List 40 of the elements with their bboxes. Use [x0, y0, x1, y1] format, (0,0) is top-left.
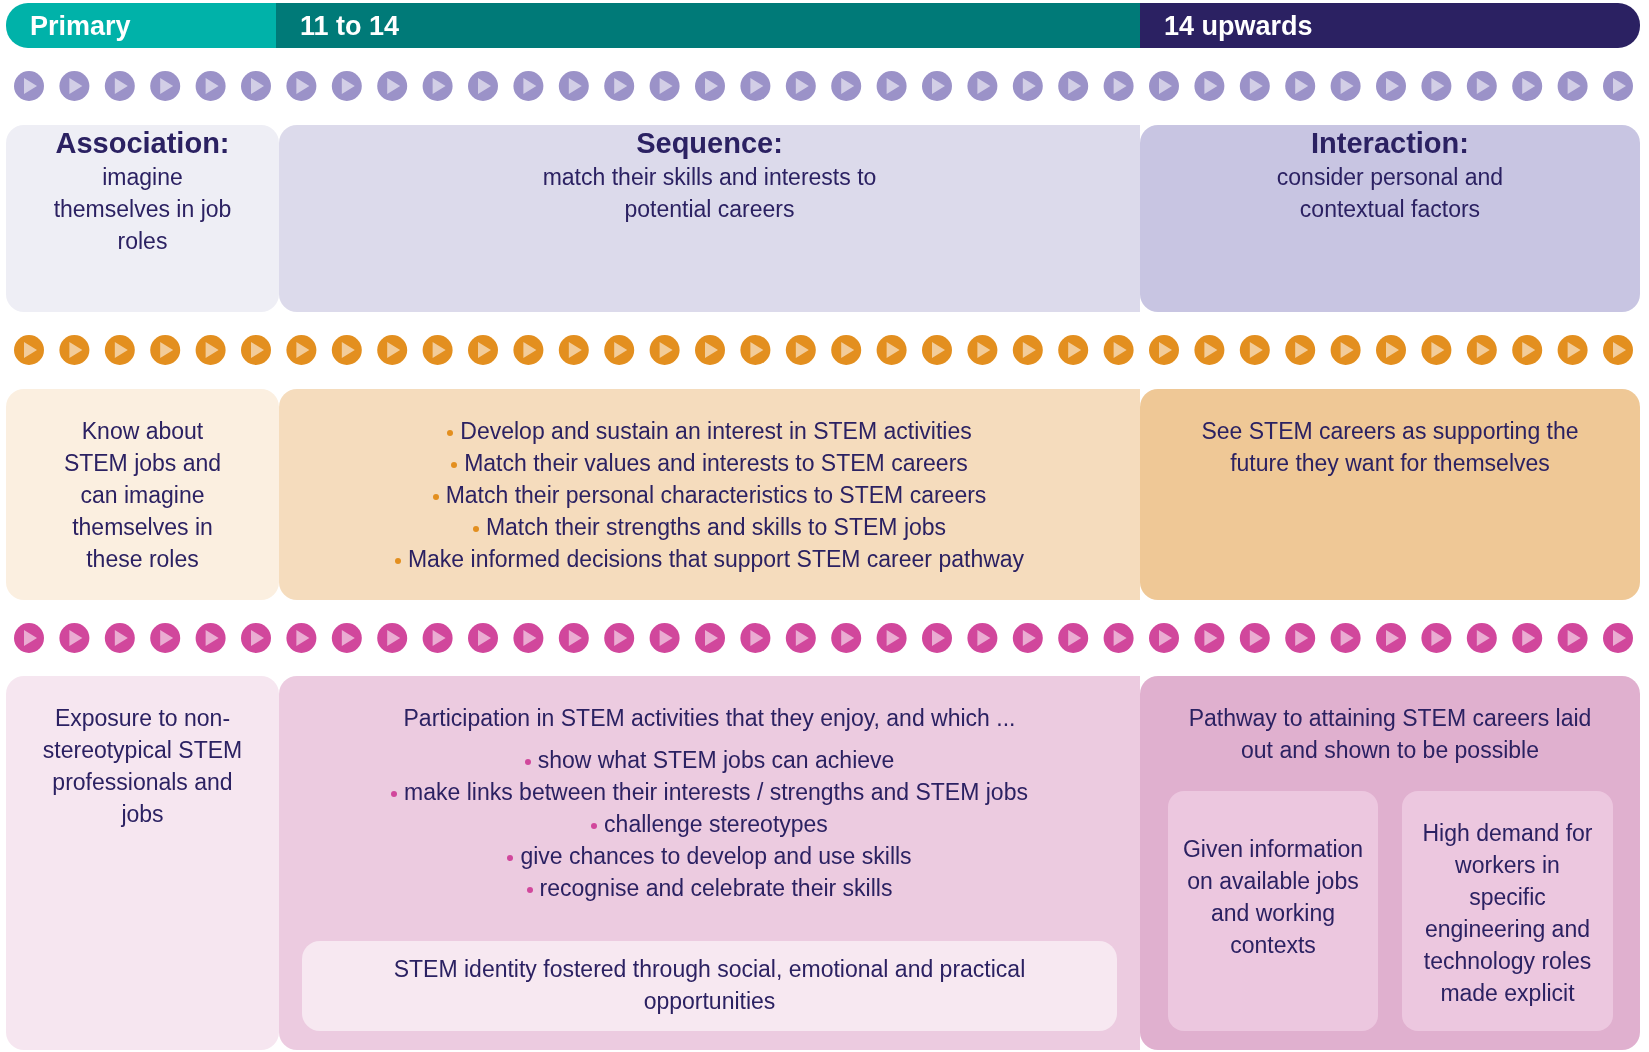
outcome-panel	[6, 389, 279, 600]
bullet-item: Match their values and interests to STEM careers	[279, 447, 1140, 479]
bullet-item: give chances to develop and use skills	[279, 840, 1140, 872]
activity-panel	[6, 676, 279, 1050]
description-text: Pathway to attaining STEM careers laid out and shown to be possible	[1187, 704, 1593, 765]
stage-title: Association:	[54, 126, 231, 161]
bullet-item: Match their strengths and skills to STEM jobs	[279, 511, 1140, 543]
stage-description: match their skills and interests to potential careers	[541, 163, 878, 224]
stage-band	[6, 3, 276, 48]
outcome-panel	[1140, 389, 1640, 600]
stage-band	[276, 3, 1140, 48]
description-text: STEM identity fostered through social, emotional and practical opportunities	[392, 955, 1027, 1016]
stage-panel	[279, 125, 1140, 312]
stage-band	[1140, 3, 1640, 48]
bullet-item: Match their personal characteristics to STEM careers	[279, 479, 1140, 511]
description-text: Given information on available jobs and working contexts	[1181, 835, 1365, 960]
description-text: Exposure to non-stereotypical STEM professionals and jobs	[41, 704, 244, 829]
stage-label: 14 upwards	[1163, 10, 1314, 43]
stage-description: consider personal and contextual factors	[1275, 163, 1505, 224]
description-text: See STEM careers as supporting the future they want for themselves	[1200, 417, 1580, 478]
outcome-panel	[279, 389, 1140, 600]
activity-panel	[1140, 676, 1640, 1050]
stage-panel	[6, 125, 279, 312]
description-text: Know about STEM jobs and can imagine themselves in these roles	[62, 417, 223, 574]
stage-label: Primary	[29, 10, 132, 43]
bullet-item: Develop and sustain an interest in STEM activities	[279, 415, 1140, 447]
bullet-item: challenge stereotypes	[279, 808, 1140, 840]
intro-text: Participation in STEM activities that they enjoy, and which ...	[402, 704, 1017, 733]
bullet-item: recognise and celebrate their skills	[279, 872, 1140, 904]
bullet-item: show what STEM jobs can achieve	[279, 744, 1140, 776]
note-box	[302, 941, 1117, 1031]
stage-title: Interaction:	[1310, 126, 1470, 161]
stage-label: 11 to 14	[299, 10, 401, 43]
stage-title: Sequence:	[635, 126, 784, 161]
activity-panel	[279, 676, 1140, 1050]
description-text: High demand for workers in specific engineering and technology roles made explicit	[1421, 819, 1594, 1008]
stage-description: imagine themselves in job roles	[52, 163, 233, 256]
bullet-item: Make informed decisions that support STEM career pathway	[279, 543, 1140, 575]
bullet-item: make links between their interests / strengths and STEM jobs	[279, 776, 1140, 808]
stage-panel	[1140, 125, 1640, 312]
